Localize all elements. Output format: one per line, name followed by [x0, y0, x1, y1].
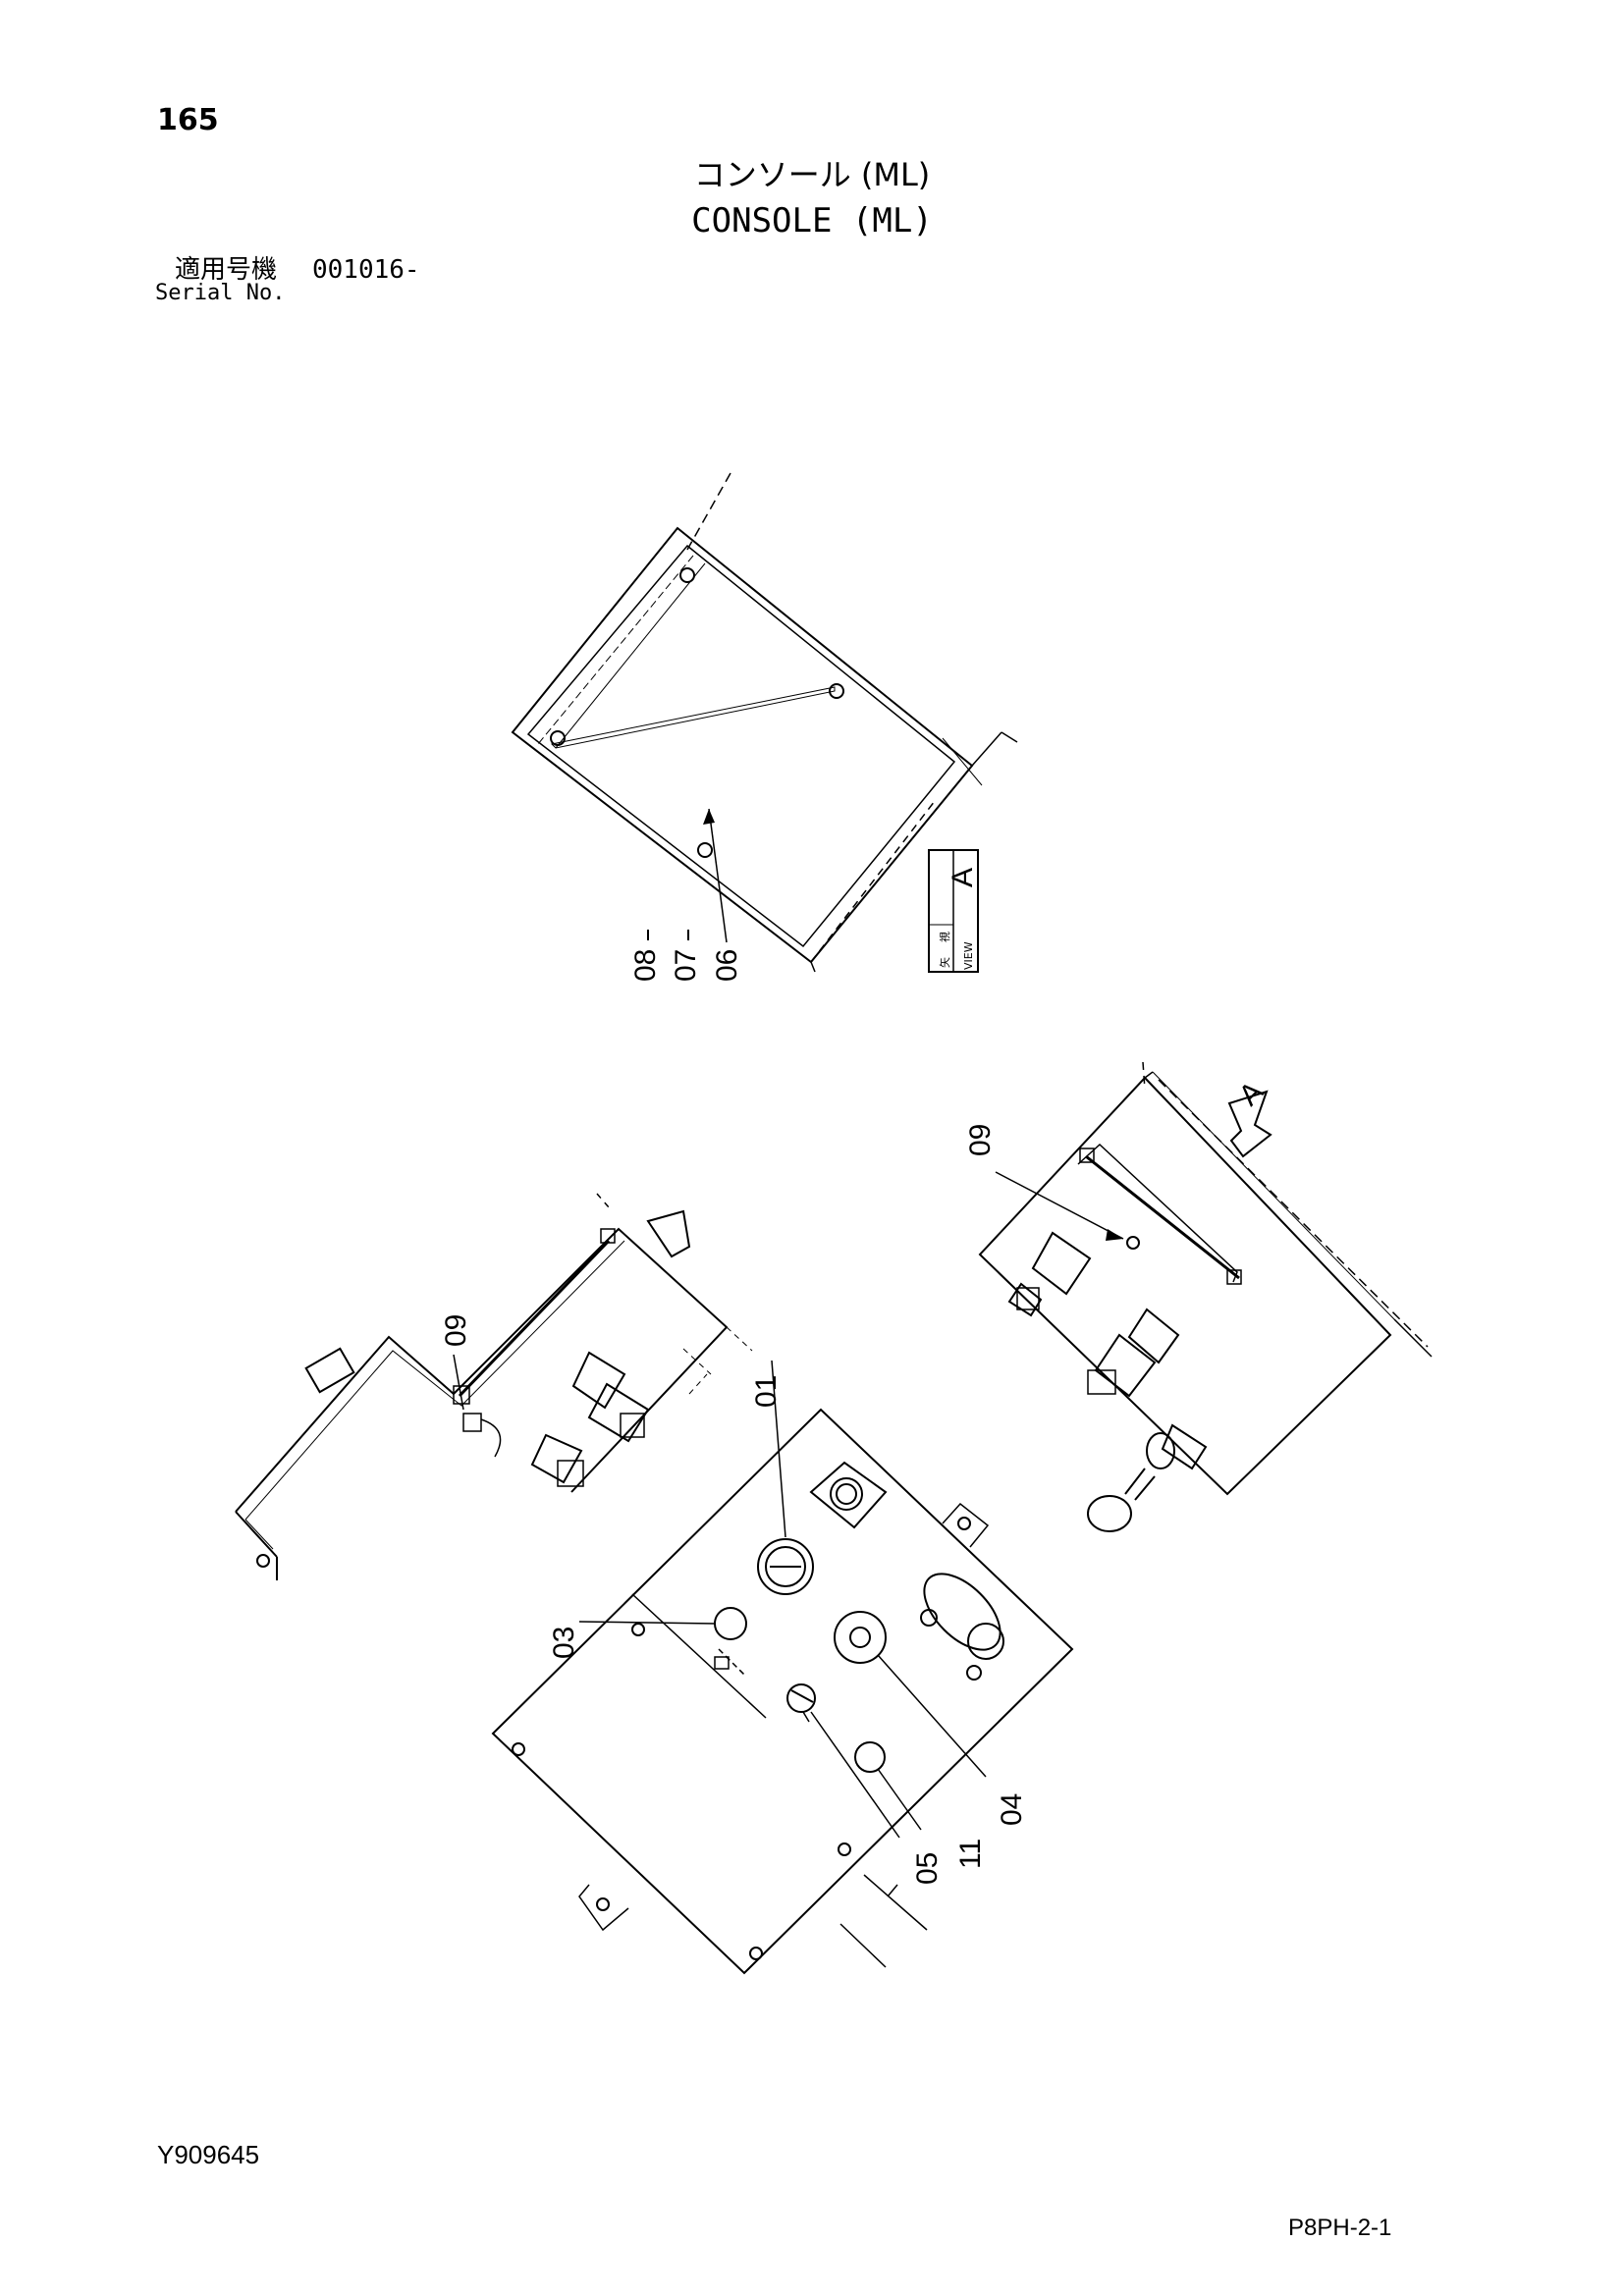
- title-english: CONSOLE (ML): [691, 201, 933, 240]
- view-label-jp-1: 矢: [938, 957, 951, 968]
- callout-01: 01: [750, 1375, 783, 1408]
- callout-07: 07: [670, 949, 702, 982]
- left-side-view: [235, 1193, 753, 1580]
- view-label-jp-2: 視: [938, 932, 951, 942]
- view-arrow-letter: A: [1233, 1075, 1270, 1111]
- document-code: Y909645: [157, 2140, 260, 2169]
- callout-08: 08: [629, 949, 662, 982]
- callout-04: 04: [996, 1793, 1028, 1826]
- view-a-letter: A: [947, 868, 979, 887]
- view-a-box: [928, 849, 979, 973]
- front-panel: [491, 1360, 1074, 1975]
- callout-09-right: 09: [964, 1124, 997, 1156]
- top-view-plate: [511, 472, 1018, 973]
- title-japanese: コンソール (ML): [693, 156, 931, 193]
- view-label-en: VIEW: [962, 941, 975, 970]
- right-side-view: [978, 1061, 1433, 1532]
- callout-03: 03: [548, 1627, 580, 1659]
- callout-09-left: 09: [440, 1314, 472, 1347]
- serial-label-japanese: 適用号機: [175, 255, 278, 285]
- callout-05: 05: [911, 1852, 944, 1885]
- callout-11: 11: [954, 1839, 987, 1869]
- serial-number: 001016-: [312, 255, 420, 285]
- serial-label-english: Serial No.: [155, 281, 286, 305]
- page-number: 165: [157, 103, 219, 137]
- sheet-code: P8PH-2-1: [1288, 2215, 1392, 2241]
- callout-06: 06: [711, 949, 743, 982]
